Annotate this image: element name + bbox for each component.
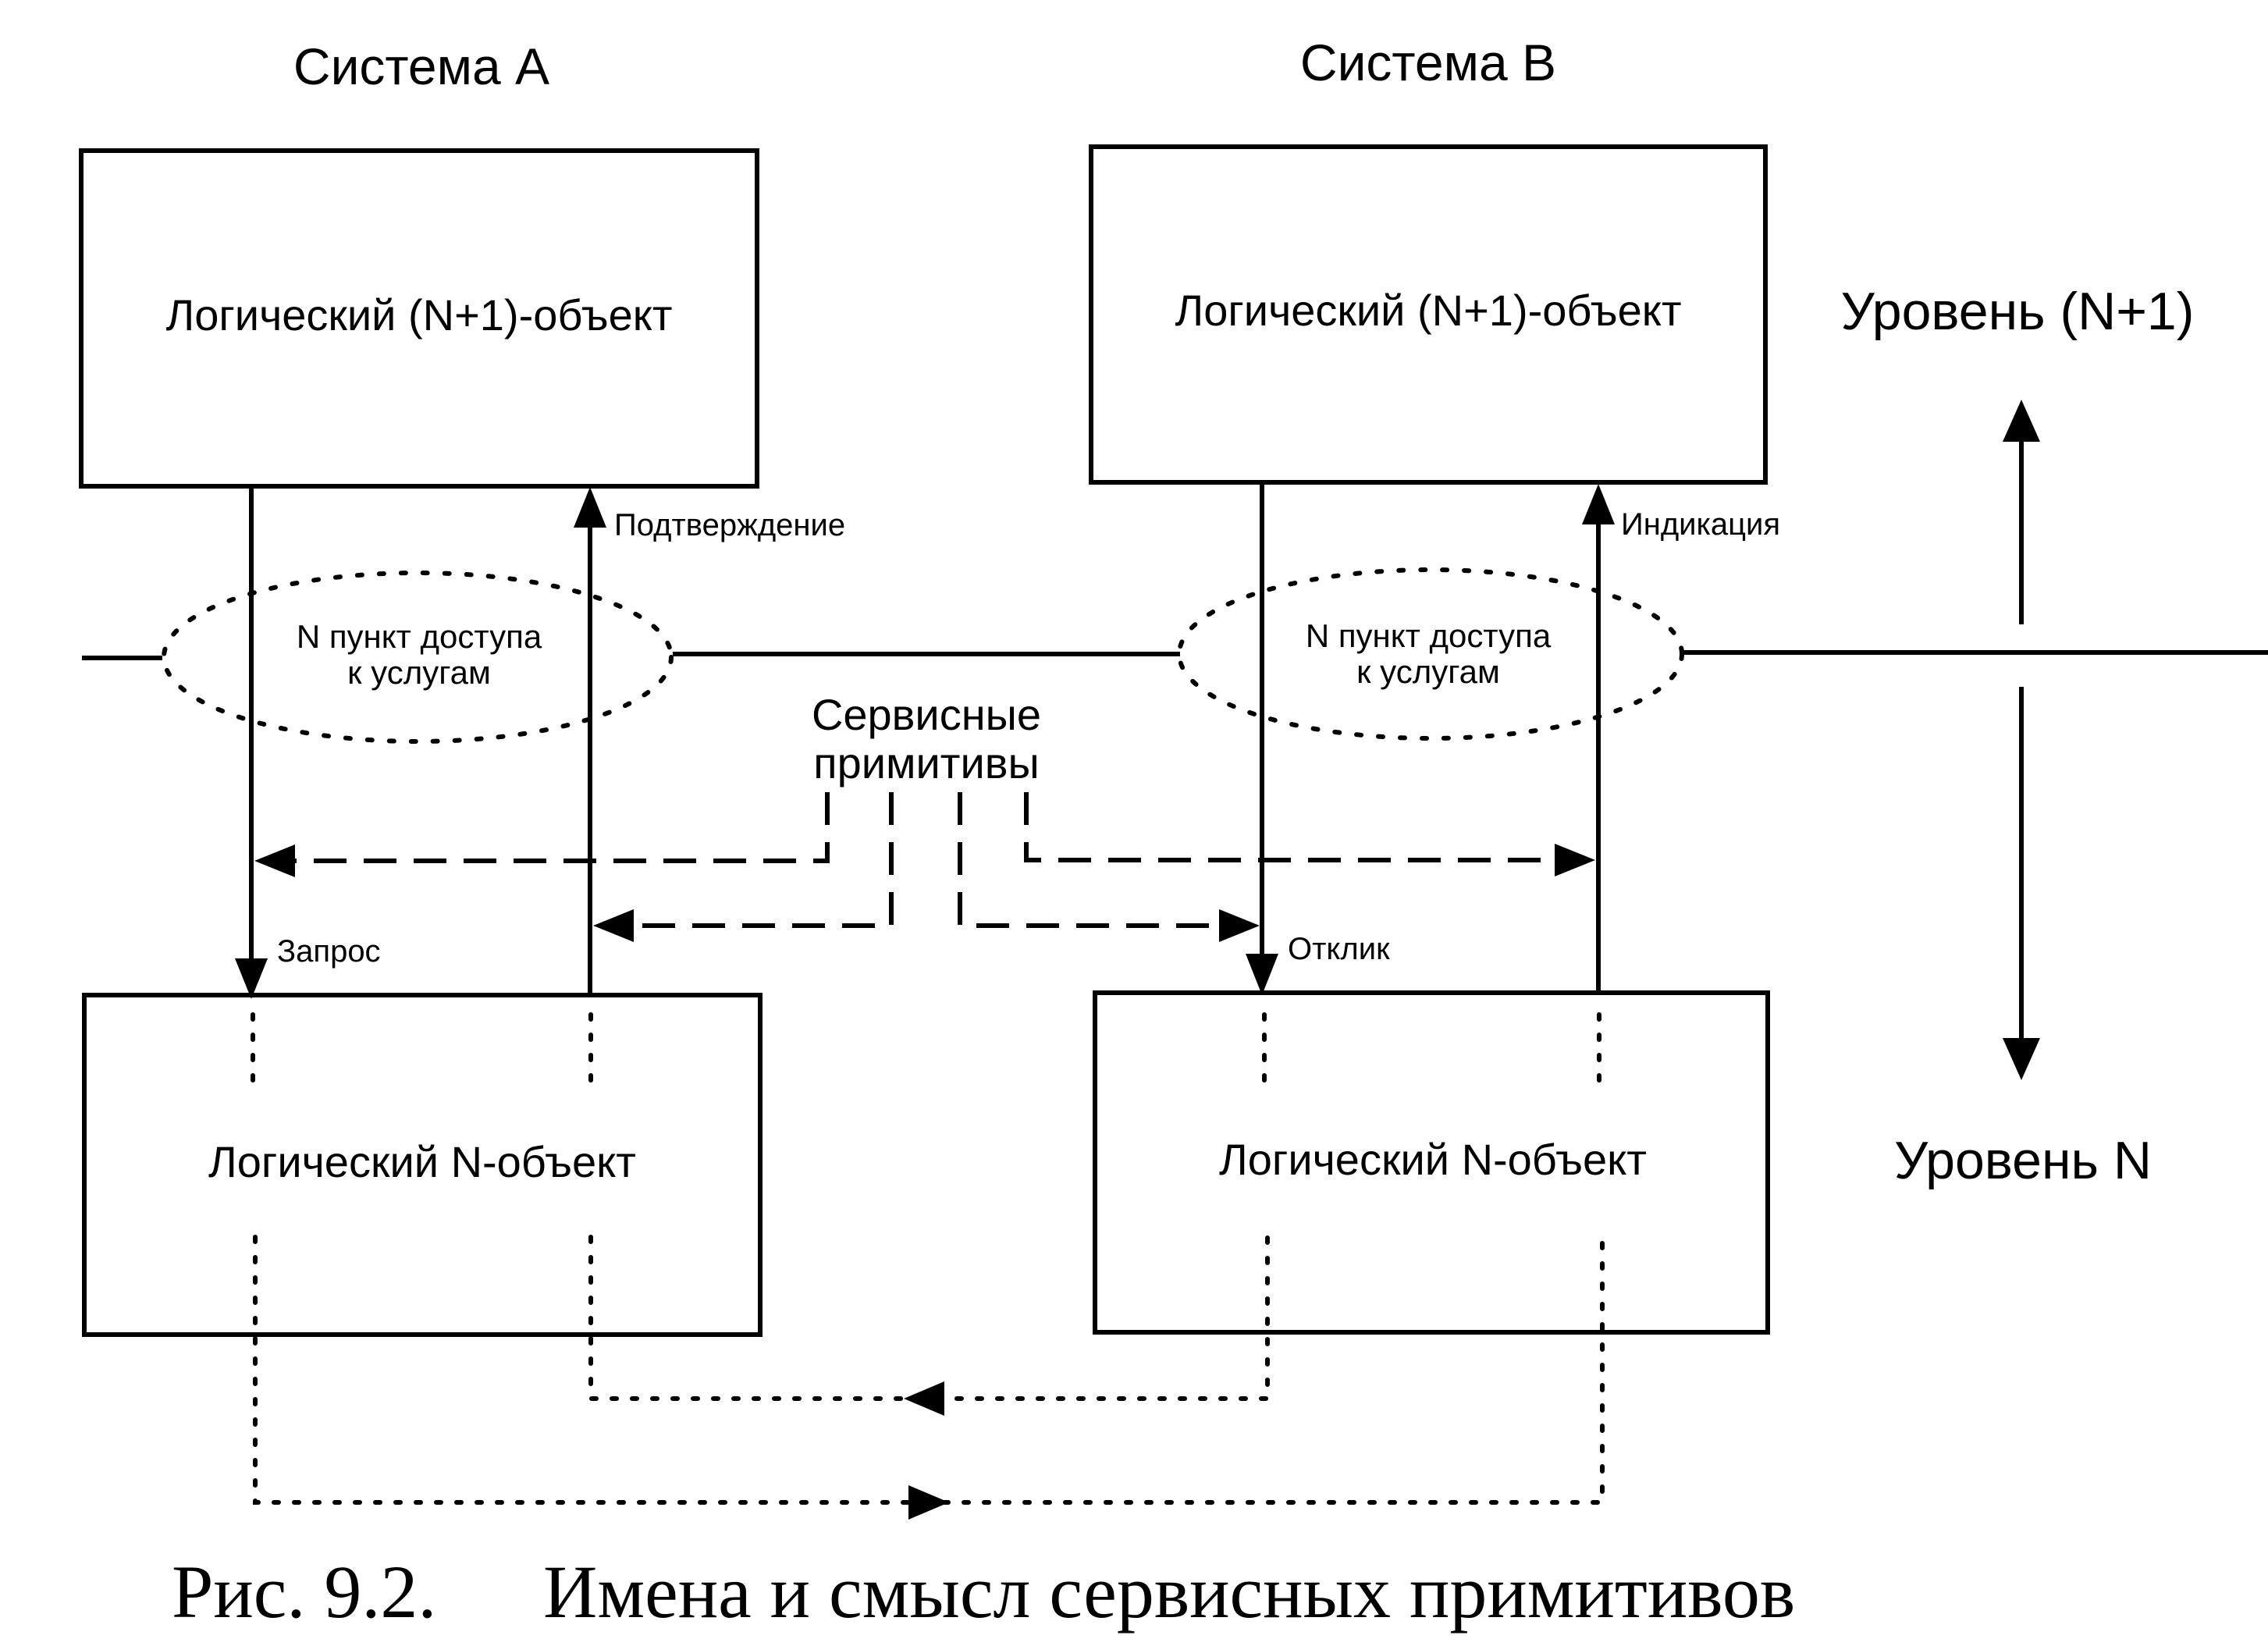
system-a-confirm-arrowhead	[574, 487, 606, 528]
level-lower-label: Уровень N	[1894, 1131, 2152, 1190]
system-a-title: Система A	[293, 37, 549, 95]
level-arrow-down-head	[2003, 1038, 2040, 1080]
system-b-sap-line1: N пункт доступа	[1306, 617, 1552, 654]
system-b-indication-arrowhead	[1582, 484, 1615, 524]
level-upper-label: Уровень (N+1)	[1841, 282, 2195, 341]
system-b-sap-ellipse	[1177, 567, 1684, 741]
system-b-lower-box	[1093, 990, 1770, 1335]
system-b-upper-box	[1089, 144, 1768, 485]
system-a-sap-line2: к услугам	[347, 654, 491, 691]
primitive-pointer-confirm-head	[593, 909, 634, 942]
system-a-sap-ellipse	[162, 571, 674, 744]
system-b-indication-label: Индикация	[1621, 507, 1780, 542]
system-b-title: Система B	[1300, 34, 1556, 91]
service-primitives-line2: примитивы	[813, 738, 1039, 787]
system-b-sap-line2: к услугам	[1356, 653, 1500, 690]
primitive-pointer-response-head	[1219, 909, 1260, 942]
figure-caption-number: Рис. 9.2.	[172, 1550, 436, 1634]
system-a-upper-box-label: Логический (N+1)-объект	[165, 290, 672, 340]
primitive-pointer-request	[290, 792, 830, 863]
system-a-request-arrowhead	[235, 958, 268, 999]
primitive-pointer-response	[958, 792, 1222, 928]
primitive-pointer-confirm	[631, 792, 894, 928]
figure-caption-text: Имена и смысл сервисных примитивов	[543, 1550, 1795, 1634]
system-a-confirm-label: Подтверждение	[614, 508, 845, 542]
primitive-pointer-request-head	[254, 844, 295, 877]
system-a-upper-box	[79, 148, 759, 489]
service-primitives-line1: Сервисные	[812, 690, 1041, 739]
system-a-sap-line1: N пункт доступа	[297, 618, 542, 655]
peer-path-inner	[588, 1235, 1270, 1401]
peer-path-outer	[253, 1235, 1605, 1505]
system-b-response-label: Отклик	[1288, 932, 1390, 966]
primitive-pointer-indication	[1024, 792, 1558, 862]
primitive-pointer-indication-head	[1555, 844, 1595, 876]
peer-path-inner-head	[904, 1381, 944, 1416]
system-b-lower-box-label: Логический N-объект	[1219, 1135, 1647, 1184]
system-b-upper-box-label: Логический (N+1)-объект	[1175, 286, 1681, 335]
level-arrow-up-head	[2003, 400, 2040, 442]
system-a-lower-box	[82, 993, 763, 1337]
system-a-request-label: Запрос	[277, 934, 381, 969]
system-a-lower-box-label: Логический N-объект	[208, 1137, 636, 1186]
peer-path-outer-head	[908, 1485, 949, 1520]
system-b-response-arrowhead	[1246, 954, 1278, 995]
